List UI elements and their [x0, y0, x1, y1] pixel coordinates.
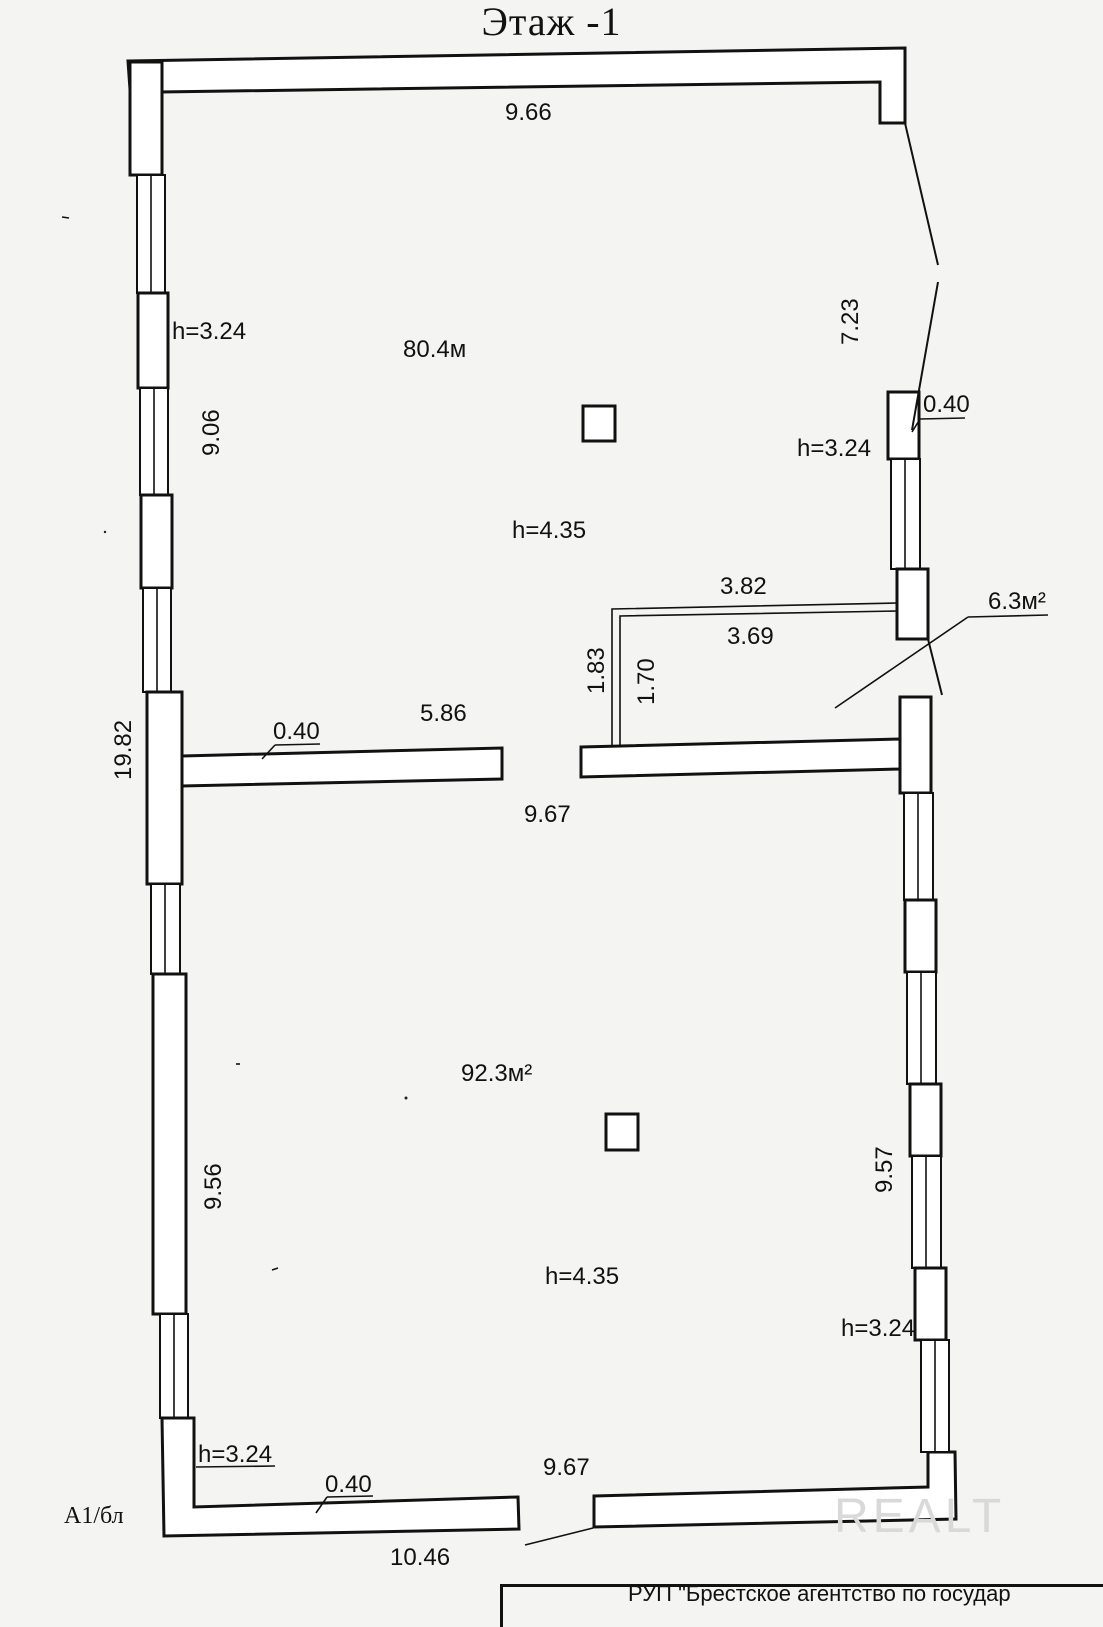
- dim-partition-length: 5.86: [420, 700, 467, 727]
- partition-thickness-leader: [261, 744, 276, 760]
- right-wall-thickness-underline: [919, 417, 966, 420]
- room-small-area: 6.3м²: [988, 588, 1046, 615]
- dim-small-room-inner: 3.69: [727, 623, 774, 650]
- dim-partition-thickness: 0.40: [273, 718, 320, 745]
- small-room-leader-underline: [967, 614, 1049, 618]
- right-wall-thickness-leader: [911, 418, 921, 433]
- window-height-upper-right: h=3.24: [797, 435, 871, 462]
- dim-upper-left-height: 9.06: [198, 409, 225, 456]
- lower-left-window-underline: [195, 1465, 276, 1468]
- right-slope-line-bottom: [927, 638, 943, 696]
- dim-small-room-depth-outer: 1.83: [583, 647, 610, 694]
- dim-middle-width: 9.67: [524, 801, 571, 828]
- partition-thickness-underline: [274, 743, 321, 746]
- room-lower-height: h=4.35: [545, 1263, 619, 1290]
- room-lower-area: 92.3м²: [461, 1060, 532, 1087]
- speck: [61, 216, 70, 219]
- dim-right-wall-thickness: 0.40: [923, 391, 970, 418]
- left-upper-windows: [136, 174, 174, 693]
- speck: [271, 1267, 279, 1271]
- dim-bottom-inner-width: 9.67: [543, 1454, 590, 1481]
- dim-top-width: 9.66: [505, 99, 552, 126]
- right-upper-windows: [886, 390, 930, 641]
- wall-top-left-post: [128, 60, 164, 177]
- right-slope-line-upper: [904, 122, 939, 266]
- room-upper-height: h=4.35: [512, 517, 586, 544]
- wall-bottom-right: [592, 1450, 958, 1529]
- dim-small-room-outer: 3.82: [720, 573, 767, 600]
- speck: [103, 530, 107, 534]
- window-height-upper-left: h=3.24: [172, 318, 246, 345]
- left-lower-windows: [150, 883, 189, 1419]
- entrance-door-line: [524, 1527, 594, 1546]
- dim-overall-height: 19.82: [110, 720, 137, 780]
- dim-lower-right-height: 9.57: [871, 1146, 898, 1193]
- column-lower: [604, 1112, 640, 1152]
- sheet-code: А1/бл: [64, 1503, 124, 1529]
- small-room-wall-outer: [611, 602, 898, 747]
- bottom-thickness-underline: [326, 1495, 374, 1498]
- small-room-wall-inner: [619, 610, 898, 747]
- column-upper: [581, 404, 617, 443]
- watermark-logo: REALT: [834, 1490, 1005, 1543]
- right-slope-line-lower: [911, 281, 939, 431]
- dim-bottom-outer-width: 10.46: [390, 1544, 450, 1571]
- small-room-leader: [834, 616, 969, 709]
- bottom-thickness-leader: [315, 1496, 328, 1514]
- dim-right-slope: 7.23: [837, 298, 864, 345]
- partition-left: [180, 746, 504, 788]
- dim-small-room-depth-inner: 1.70: [633, 658, 660, 705]
- window-height-lower-right: h=3.24: [841, 1315, 915, 1342]
- dim-lower-left-height: 9.56: [200, 1163, 227, 1210]
- plan-title: Этаж -1: [481, 0, 622, 44]
- wall-left-middle-post: [145, 690, 184, 886]
- dim-bottom-wall-thickness: 0.40: [325, 1471, 372, 1498]
- speck: [404, 1096, 408, 1100]
- wall-bottom-left: [160, 1416, 521, 1538]
- partition-right: [579, 737, 902, 779]
- room-upper-area: 80.4м: [403, 336, 466, 363]
- window-height-lower-left: h=3.24: [198, 1441, 272, 1468]
- stamp-text: РУП "Брестское агентство по государ: [628, 1581, 1011, 1606]
